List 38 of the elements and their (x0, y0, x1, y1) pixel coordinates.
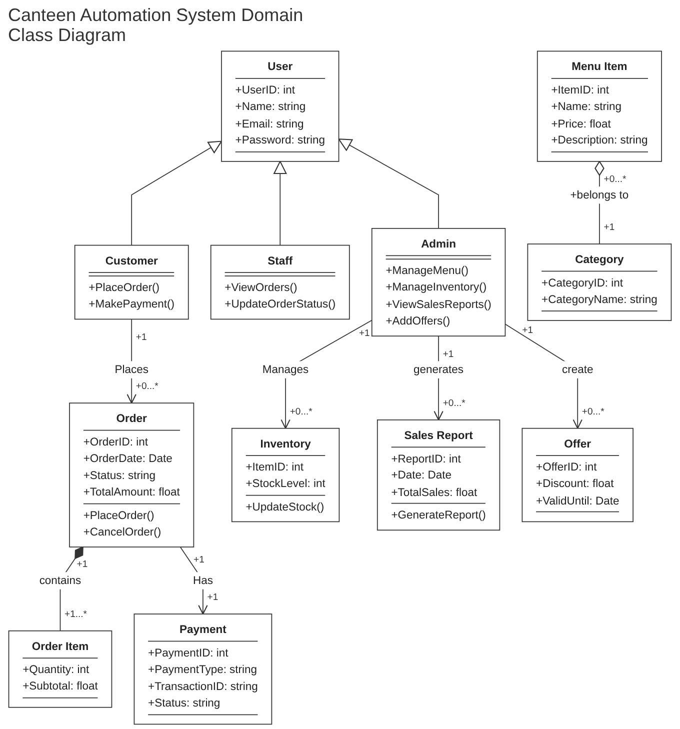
multiplicity-label: +1 (604, 222, 615, 233)
multiplicity-label: +0...* (136, 380, 158, 392)
edge-label: create (562, 362, 594, 376)
multiplicity-label: +0...* (442, 398, 466, 409)
multiplicity-label: +1 (207, 592, 218, 603)
multiplicity-label: +0...* (290, 406, 312, 418)
multiplicity-label: +1 (442, 348, 454, 360)
edge-label: Has (192, 573, 213, 586)
edge-label: Places (114, 362, 148, 376)
node-box: Order Item +Quantity: int +Subtotal: float (8, 630, 112, 708)
edge-label: +belongs to (570, 188, 629, 201)
node-box: Inventory +ItemID: int +StockLevel: int +UpdateStock() (231, 428, 340, 522)
node-box: Admin +ManageMenu() +ManageInventory() +ViewSalesReports() +AddOffers() (371, 228, 506, 336)
node-box: Customer +PlaceOrder() +MakePayment() (74, 244, 189, 320)
multiplicity-label: +1...* (64, 608, 88, 620)
node-box: Category +CategoryID: int +CategoryName: string (527, 243, 672, 321)
edge-label: Manages (262, 362, 309, 376)
node-box: Order +OrderID: int +OrderDate: Date +Status: string +TotalAmount: float +PlaceOrder() +CancelOrder() (69, 402, 194, 548)
multiplicity-label: +1 (522, 324, 533, 336)
arrow (131, 140, 222, 246)
multiplicity-label: +1 (76, 558, 88, 570)
node-box: User +UserID: int +Name: string +Email: string +Password: string (221, 50, 340, 162)
edge-label: generates (414, 362, 464, 376)
arrow (180, 546, 208, 614)
multiplicity-label: +1 (194, 554, 204, 565)
node-box: Sales Report +ReportID: int +Date: Date +TotalSales: float +GenerateReport() (376, 419, 500, 530)
edge-label: contains (39, 573, 82, 586)
multiplicity-label: +0...* (604, 174, 626, 185)
multiplicity-label: +1 (136, 332, 147, 343)
multiplicity-label: +0...* (582, 406, 604, 418)
arrow (338, 138, 439, 228)
node-box: Staff +ViewOrders() +UpdateOrderStatus() (210, 244, 350, 320)
diagram-title: Canteen Automation System Domain Class Diagram (7, 4, 304, 46)
arrow (274, 160, 287, 246)
node-box: Offer +OfferID: int +Discount: float +ValidUntil: Date (522, 428, 634, 522)
multiplicity-label: +1 (359, 328, 370, 339)
node-box: Payment +PaymentID: int +PaymentType: string +TransactionID: string +Status: string (134, 613, 272, 724)
node-box: Menu Item +ItemID: int +Name: string +Price: float +Description: string (536, 50, 662, 162)
